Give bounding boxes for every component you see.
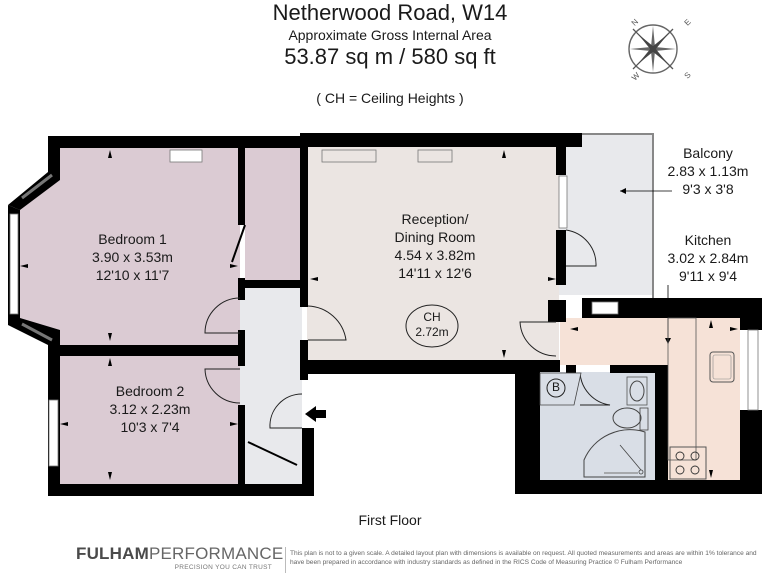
- door-reception: [307, 305, 347, 341]
- room-metric: 4.54 x 3.82m: [394, 247, 476, 263]
- ceiling-height-label: CH 2.72m: [410, 310, 454, 340]
- room-metric: 3.02 x 2.84m: [667, 250, 749, 266]
- room-label-reception: Reception/ Dining Room 4.54 x 3.82m 14'1…: [355, 210, 515, 282]
- door-bedroom-1: [204, 297, 241, 334]
- kitchen-floor: [560, 318, 740, 480]
- floor-plan: Bedroom 1 3.90 x 3.53m 12'10 x 11'7 Bedr…: [8, 133, 762, 496]
- bedroom-1-floor: [15, 147, 240, 345]
- door-bedroom-2: [204, 368, 241, 404]
- entrance-arrow-icon: [305, 406, 326, 422]
- floor-plan-drawing: [8, 133, 762, 496]
- ceiling-height-badge: [405, 304, 459, 348]
- boiler-label: B: [551, 380, 560, 394]
- window: [747, 329, 759, 411]
- footer-disclaimer: This plan is not to a given scale. A det…: [290, 550, 757, 566]
- door-cupboard: [247, 441, 298, 466]
- room-imperial: 9'3 x 3'8: [682, 181, 734, 197]
- room-metric: 3.12 x 2.23m: [109, 401, 191, 417]
- room-name: Bedroom 2: [115, 383, 185, 399]
- room-metric: 3.90 x 3.53m: [92, 249, 173, 265]
- window: [48, 399, 59, 467]
- balcony-floor: [559, 133, 654, 295]
- window: [591, 301, 619, 315]
- room-imperial: 10'3 x 7'4: [120, 419, 180, 435]
- window: [558, 175, 568, 229]
- footer-divider: [285, 547, 286, 573]
- wardrobe-floor: [245, 147, 301, 285]
- logo-bold-text: FULHAM: [76, 544, 149, 563]
- room-name: Bedroom 1: [98, 231, 167, 247]
- ceiling-height-title: CH: [423, 310, 441, 324]
- basin-icon: [629, 380, 645, 402]
- logo-tagline: PRECISION YOU CAN TRUST: [174, 564, 272, 571]
- room-imperial: 14'11 x 12'6: [398, 265, 472, 281]
- room-name-line-2: Dining Room: [394, 229, 476, 245]
- door-kitchen: [519, 321, 557, 357]
- room-imperial: 12'10 x 11'7: [95, 267, 170, 283]
- door-wardrobe: [231, 224, 246, 263]
- reception-floor: [307, 147, 559, 360]
- toilet-icon: [612, 407, 642, 429]
- room-metric: 2.83 x 1.13m: [667, 163, 749, 179]
- window: [169, 149, 203, 163]
- ceiling-height-note: ( CH = Ceiling Heights ): [316, 90, 464, 106]
- property-title: Netherwood Road, W14: [272, 0, 508, 25]
- room-name: Balcony: [683, 145, 733, 161]
- sink-icon: [709, 351, 735, 383]
- door-entrance: [269, 393, 303, 429]
- window: [417, 149, 453, 163]
- floor-label: First Floor: [358, 512, 422, 528]
- company-logo: FULHAMPERFORMANCE PRECISION YOU CAN TRUS…: [76, 544, 283, 572]
- door-bathroom: [579, 372, 611, 406]
- bedroom-2-floor: [60, 356, 240, 484]
- hob-icon: [669, 446, 707, 480]
- hallway-floor: [240, 288, 302, 484]
- ceiling-height-value: 2.72m: [415, 325, 449, 339]
- room-imperial: 9'11 x 9'4: [678, 268, 738, 284]
- door-balcony: [565, 229, 597, 267]
- room-name: Reception/: [401, 211, 469, 227]
- room-name: Kitchen: [684, 232, 732, 248]
- window: [321, 149, 377, 163]
- area-subtitle: Approximate Gross Internal Area: [288, 27, 492, 43]
- room-label-bedroom-1: Bedroom 1 3.90 x 3.53m 12'10 x 11'7: [60, 230, 205, 284]
- shower-icon: [583, 429, 646, 478]
- compass-rose-icon: N E S W: [618, 14, 693, 84]
- gross-internal-area: 53.87 sq m / 580 sq ft: [284, 44, 496, 69]
- room-label-kitchen: Kitchen 3.02 x 2.84m 9'11 x 9'4: [660, 231, 756, 285]
- room-label-balcony: Balcony 2.83 x 1.13m 9'3 x 3'8: [660, 144, 756, 198]
- window: [9, 213, 19, 315]
- room-label-bedroom-2: Bedroom 2 3.12 x 2.23m 10'3 x 7'4: [65, 382, 235, 436]
- logo-light-text: PERFORMANCE: [148, 544, 284, 563]
